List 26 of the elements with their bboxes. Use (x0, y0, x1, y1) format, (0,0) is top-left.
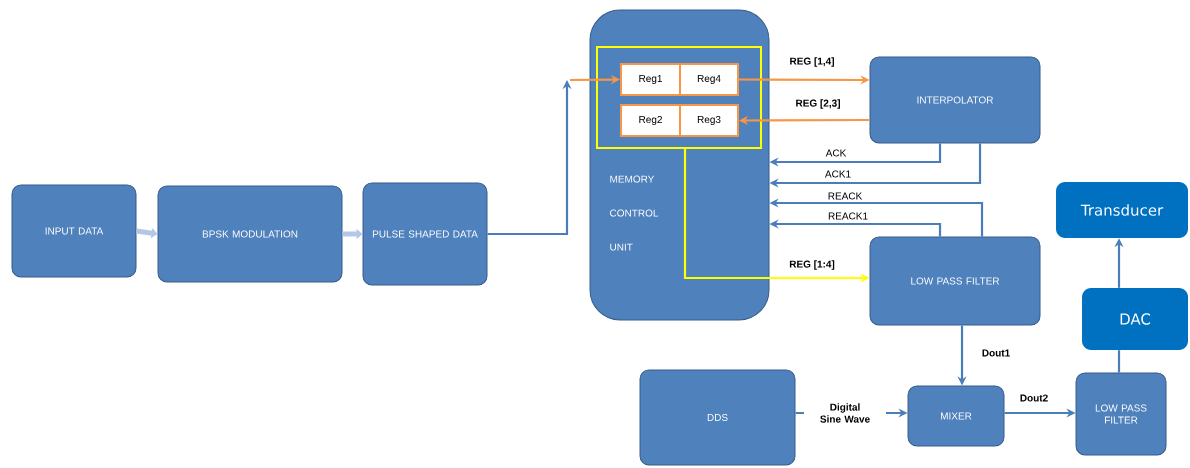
edge-label: ACK (824, 148, 848, 158)
process-box: DAC (1082, 288, 1188, 350)
register-box: Reg3 (679, 104, 739, 137)
register-box: Reg4 (679, 63, 739, 96)
process-box: DDS (639, 369, 796, 466)
edge-label: REG [1:4] (788, 259, 836, 271)
edge-label: Dout1 (980, 348, 1012, 358)
edge-label: REACK (826, 191, 864, 201)
process-box: MIXER (907, 385, 1005, 447)
connector-line (1117, 350, 1121, 373)
process-box: INTERPOLATOR (869, 56, 1041, 144)
edge-label: ACK1 (823, 169, 853, 179)
edge-label: REG [2,3] (794, 98, 842, 110)
edge-label: REG [1,4] (788, 56, 836, 68)
register-group-box (596, 46, 762, 149)
edge-label: Dout2 (1018, 393, 1050, 403)
edge-label: Digital Sine Wave (804, 402, 886, 424)
process-box: Transducer (1056, 182, 1188, 238)
process-box: INPUT DATA (11, 184, 137, 278)
register-box: Reg2 (620, 104, 681, 137)
edge-label: REACK1 (827, 211, 869, 221)
process-box: LOW PASS FILTER (1075, 372, 1167, 456)
process-box: LOW PASS FILTER (869, 236, 1041, 326)
process-box: PULSE SHAPED DATA (362, 182, 488, 286)
register-box: Reg1 (620, 63, 681, 96)
process-box: BPSK MODULATION (157, 185, 343, 283)
